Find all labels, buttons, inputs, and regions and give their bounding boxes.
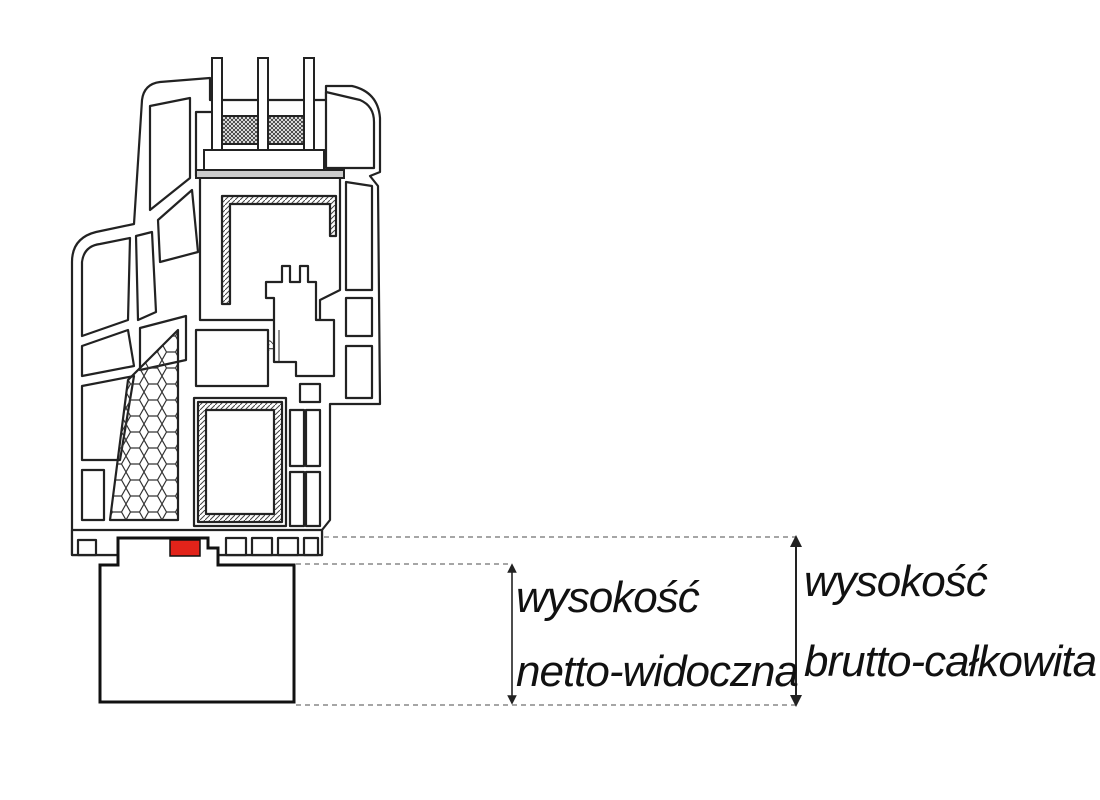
frame-chamber-2: [80, 328, 136, 378]
glass-base-strip: [195, 169, 345, 179]
profile-dimension-text: 12: [266, 340, 278, 352]
base-slot-4: [276, 536, 300, 557]
frame-chamber-right-1: [344, 180, 374, 292]
net-height-label-line1: wysokość: [516, 573, 700, 622]
frame-chamber-1: [80, 236, 132, 338]
frame-chamber-right-2: [344, 296, 374, 338]
frame-chamber-mid: [194, 328, 270, 388]
frame-chamber-6: [80, 468, 106, 522]
frame-chamber-lr-1: [288, 408, 306, 468]
frame-chamber-lr-3: [288, 470, 306, 528]
glazing-bead: [324, 90, 376, 170]
gross-height-label-line1: wysokość: [804, 557, 988, 606]
frame-chamber-right-3: [344, 344, 374, 400]
steel-reinforcement-lower-inner: [204, 408, 276, 516]
frame-chamber-lr-2: [304, 408, 322, 468]
window-frame-profile: [70, 76, 382, 557]
glass-panes: [195, 57, 345, 179]
dimension-guides: [296, 536, 796, 706]
frame-chamber-lr-5: [298, 382, 322, 404]
sash-chamber-2: [156, 188, 200, 264]
steel-reinforcement-upper: [220, 194, 338, 306]
base-slot-1: [76, 538, 98, 557]
frame-chamber-lr-4: [304, 470, 322, 528]
net-height-label-line2: netto-widoczna: [516, 647, 798, 696]
glass-spacer-1: [221, 115, 259, 145]
base-slot-2: [224, 536, 248, 557]
glass-spacer-2: [267, 115, 305, 145]
sill-profile: [98, 536, 296, 704]
sash-chamber-1: [148, 96, 192, 212]
sill-seal: [169, 539, 201, 557]
base-slot-3: [250, 536, 274, 557]
frame-chamber-3: [134, 230, 158, 322]
glass-seal-strip: [203, 149, 325, 171]
base-slot-5: [302, 536, 320, 557]
profile-connector: [264, 264, 336, 378]
insulation-foam: [108, 328, 180, 522]
gross-height-label-line2: brutto-całkowita: [804, 637, 1096, 686]
